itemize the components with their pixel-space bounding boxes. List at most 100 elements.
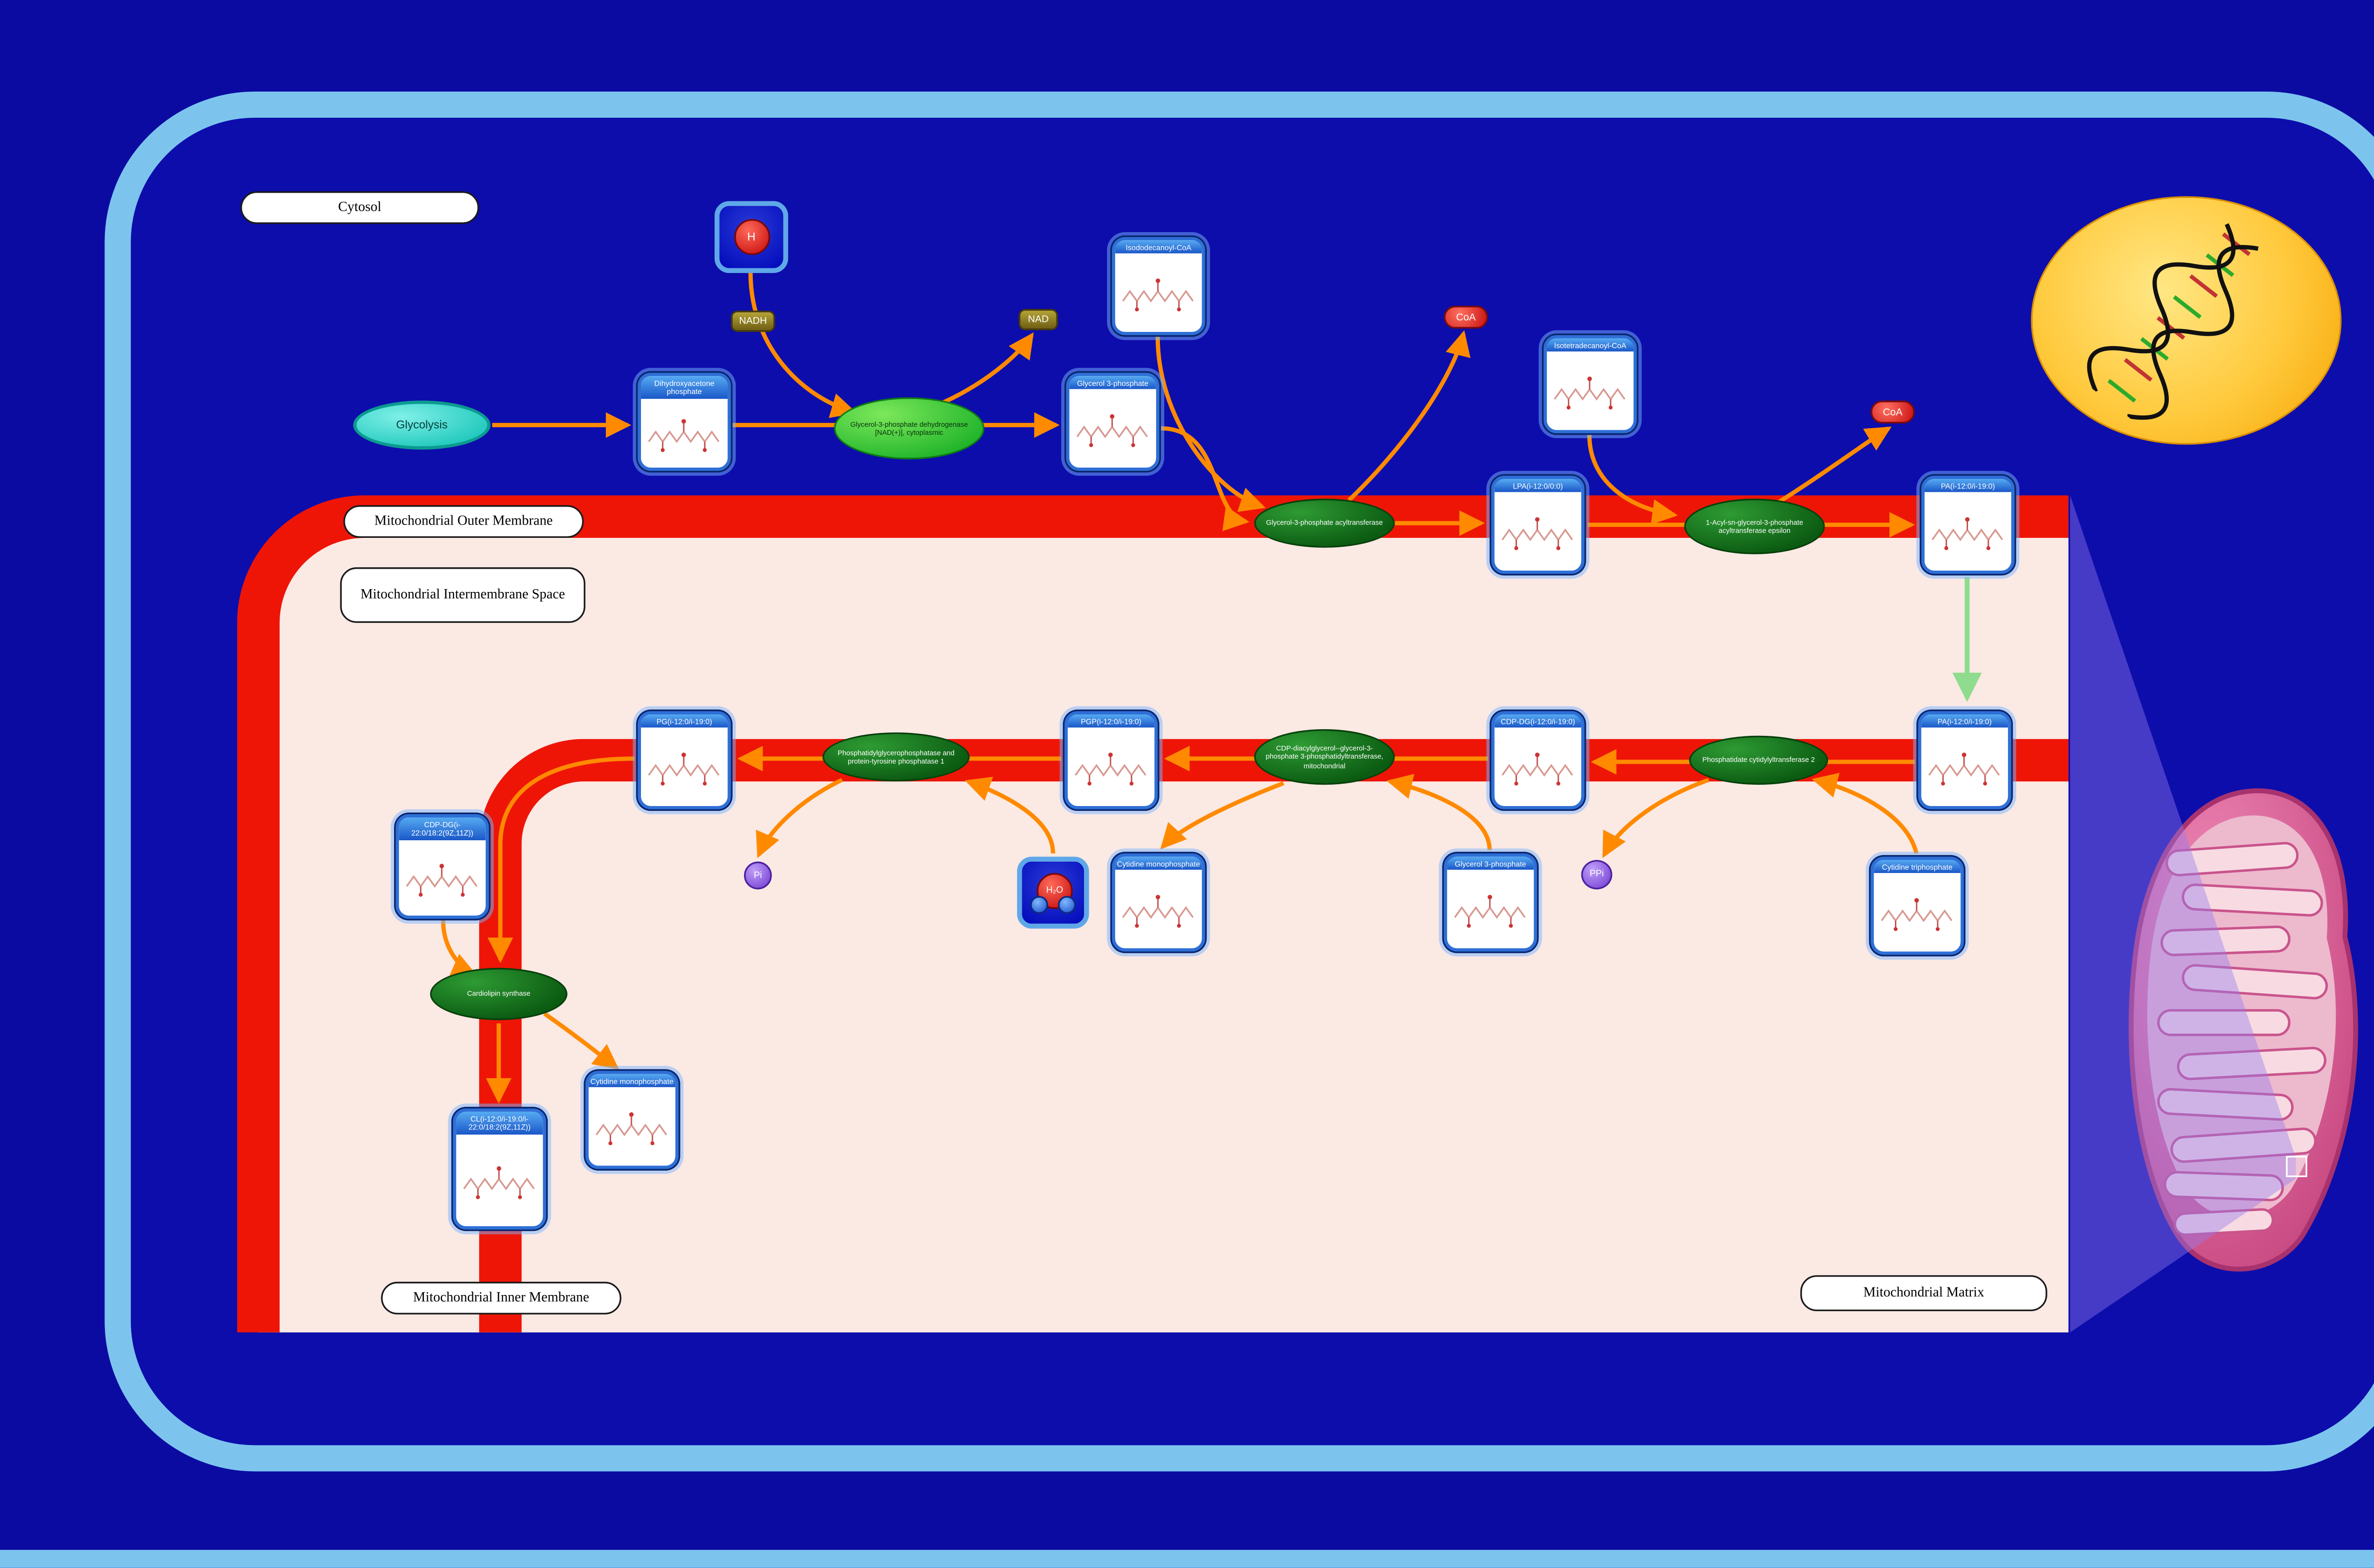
- cmp-inner-label: Cytidine monophosphate: [588, 1074, 676, 1088]
- node-coa-2[interactable]: CoA: [1870, 400, 1915, 423]
- enzyme-ptpmt1[interactable]: Phosphatidylglycerophosphatase and prote…: [822, 732, 970, 782]
- h-plus-label: H: [747, 231, 756, 243]
- cdp-dg-2-label: CDP-DG(i-22:0/18:2(9Z,11Z)): [399, 817, 486, 840]
- node-cmp-inner[interactable]: Cytidine monophosphate: [585, 1070, 679, 1169]
- enzyme-crls1[interactable]: Cardiolipin synthase: [430, 967, 568, 1020]
- node-g3p-matrix[interactable]: Glycerol 3-phosphate: [1443, 853, 1537, 952]
- adjacent-cell-border: [0, 1549, 2374, 1568]
- cdp-dg-1-label: CDP-DG(i-12:0/i-19:0): [1494, 714, 1582, 728]
- chemical-structure-icon: [1070, 748, 1152, 787]
- pa-matrix-structure: [1921, 728, 2008, 806]
- enzyme-pgs1[interactable]: CDP-diacylglycerol--glycerol-3-phosphate…: [1254, 729, 1395, 785]
- node-nad[interactable]: NAD: [1018, 309, 1058, 330]
- node-dhap[interactable]: Dihydroxyacetone phosphate: [638, 373, 731, 471]
- proton-icon: H: [733, 219, 770, 255]
- zoom-region-square: [2286, 1155, 2308, 1177]
- chemical-structure-icon: [401, 858, 483, 898]
- cds2-label: Phosphatidate cytidylyltransferase 2: [1702, 756, 1815, 764]
- pa-matrix-label: PA(i-12:0/i-19:0): [1921, 714, 2008, 728]
- outer-membrane-label-text: Mitochondrial Outer Membrane: [374, 512, 553, 528]
- ctp-structure: [1874, 873, 1961, 952]
- isododecanoyl-coa-structure: [1115, 254, 1202, 332]
- chemical-structure-icon: [1497, 512, 1579, 552]
- hydrogen-icon: [1030, 896, 1048, 914]
- chemical-structure-icon: [1924, 748, 2006, 787]
- pg-label: PG(i-12:0/i-19:0): [641, 714, 728, 728]
- hydrogen-icon: [1058, 896, 1076, 914]
- gpd1-label: Glycerol-3-phosphate dehydrogenase [NAD(…: [850, 420, 968, 437]
- enzyme-cds2[interactable]: Phosphatidate cytidylyltransferase 2: [1689, 735, 1828, 785]
- inner-membrane-label-text: Mitochondrial Inner Membrane: [413, 1288, 589, 1305]
- chemical-structure-icon: [1450, 890, 1531, 929]
- node-cdp-dg-1[interactable]: CDP-DG(i-12:0/i-19:0): [1491, 711, 1585, 809]
- node-glycolysis[interactable]: Glycolysis: [353, 400, 491, 450]
- g3p-cytosol-structure: [1069, 390, 1156, 468]
- h2o-label: H₂O: [1046, 886, 1064, 896]
- cristae: [2157, 842, 2328, 1236]
- ppi-label: PPi: [1589, 870, 1604, 880]
- g3p-cytosol-label: Glycerol 3-phosphate: [1069, 376, 1156, 390]
- chemical-structure-icon: [591, 1107, 673, 1146]
- dna-helix-icon: [2087, 223, 2259, 420]
- chemical-structure-icon: [1072, 409, 1153, 449]
- pgp-structure: [1067, 728, 1155, 806]
- node-ctp[interactable]: Cytidine triphosphate: [1870, 856, 1964, 955]
- pi-label: Pi: [754, 870, 762, 881]
- coa-1-label: CoA: [1456, 311, 1476, 323]
- chemical-structure-icon: [643, 413, 725, 453]
- node-isododecanoyl-coa[interactable]: Isododecanoyl-CoA: [1112, 237, 1206, 335]
- cl-label: CL(i-12:0/i-19:0/i-22:0/18:2(9Z,11Z)): [456, 1111, 543, 1135]
- pg-structure: [641, 728, 728, 806]
- matrix-label-text: Mitochondrial Matrix: [1863, 1283, 1984, 1300]
- gpat-label: Glycerol-3-phosphate acyltransferase: [1266, 519, 1383, 527]
- dhap-label: Dihydroxyacetone phosphate: [641, 376, 728, 399]
- matrix-label: Mitochondrial Matrix: [1800, 1275, 2047, 1312]
- node-lpa[interactable]: LPA(i-12:0/0:0): [1491, 476, 1585, 574]
- g3p-matrix-structure: [1447, 870, 1534, 948]
- crls1-label: Cardiolipin synthase: [467, 990, 531, 998]
- enzyme-gpat[interactable]: Glycerol-3-phosphate acyltransferase: [1254, 498, 1395, 548]
- pa-outer-label: PA(i-12:0/i-19:0): [1924, 479, 2011, 493]
- glycolysis-label: Glycolysis: [396, 419, 448, 431]
- node-pi[interactable]: Pi: [744, 861, 772, 890]
- ptpmt1-label: Phosphatidylglycerophosphatase and prote…: [838, 748, 955, 765]
- node-nadh[interactable]: NADH: [731, 310, 775, 332]
- node-isotetradecanoyl-coa[interactable]: Isotetradecanoyl-CoA: [1544, 335, 1637, 433]
- chemical-structure-icon: [1497, 748, 1579, 787]
- cdp-dg-1-structure: [1494, 728, 1582, 806]
- node-pgp[interactable]: PGP(i-12:0/i-19:0): [1064, 711, 1158, 809]
- outer-membrane-label: Mitochondrial Outer Membrane: [343, 505, 584, 538]
- node-pg[interactable]: PG(i-12:0/i-19:0): [638, 711, 731, 809]
- node-cdp-dg-2[interactable]: CDP-DG(i-22:0/18:2(9Z,11Z)): [396, 814, 489, 919]
- zoom-cone: [2070, 495, 2296, 1333]
- node-ppi[interactable]: PPi: [1581, 860, 1612, 890]
- node-coa-1[interactable]: CoA: [1443, 306, 1488, 329]
- node-pa-outer[interactable]: PA(i-12:0/i-19:0): [1921, 476, 2015, 574]
- chemical-structure-icon: [1876, 893, 1958, 932]
- pgs1-label: CDP-diacylglycerol--glycerol-3-phosphate…: [1265, 744, 1384, 770]
- cytosol-label-text: Cytosol: [338, 198, 382, 215]
- cl-structure: [456, 1134, 543, 1226]
- node-h-plus[interactable]: H: [714, 201, 788, 273]
- lpa-label: LPA(i-12:0/0:0): [1494, 479, 1582, 493]
- node-h2o[interactable]: H₂O: [1017, 856, 1089, 929]
- lpa-structure: [1494, 493, 1582, 571]
- isododecanoyl-coa-label: Isododecanoyl-CoA: [1115, 240, 1202, 254]
- node-g3p-cytosol[interactable]: Glycerol 3-phosphate: [1066, 373, 1159, 471]
- node-cmp-matrix[interactable]: Cytidine monophosphate: [1112, 853, 1206, 952]
- nad-label: NAD: [1028, 314, 1049, 325]
- enzyme-gpd1[interactable]: Glycerol-3-phosphate dehydrogenase [NAD(…: [834, 397, 985, 460]
- isotetradecanoyl-coa-label: Isotetradecanoyl-CoA: [1546, 338, 1634, 352]
- cmp-inner-structure: [588, 1088, 676, 1166]
- chemical-structure-icon: [1118, 890, 1199, 929]
- chemical-structure-icon: [1927, 512, 2009, 552]
- mitochondrion-illustration: [2129, 788, 2358, 1272]
- cytosol-label: Cytosol: [240, 191, 480, 224]
- enzyme-agpat[interactable]: 1-Acyl-sn-glycerol-3-phosphate acyltrans…: [1684, 498, 1825, 554]
- node-pa-matrix[interactable]: PA(i-12:0/i-19:0): [1918, 711, 2011, 809]
- dhap-structure: [641, 398, 728, 468]
- agpat-label: 1-Acyl-sn-glycerol-3-phosphate acyltrans…: [1705, 518, 1803, 535]
- node-cl[interactable]: CL(i-12:0/i-19:0/i-22:0/18:2(9Z,11Z)): [452, 1108, 546, 1230]
